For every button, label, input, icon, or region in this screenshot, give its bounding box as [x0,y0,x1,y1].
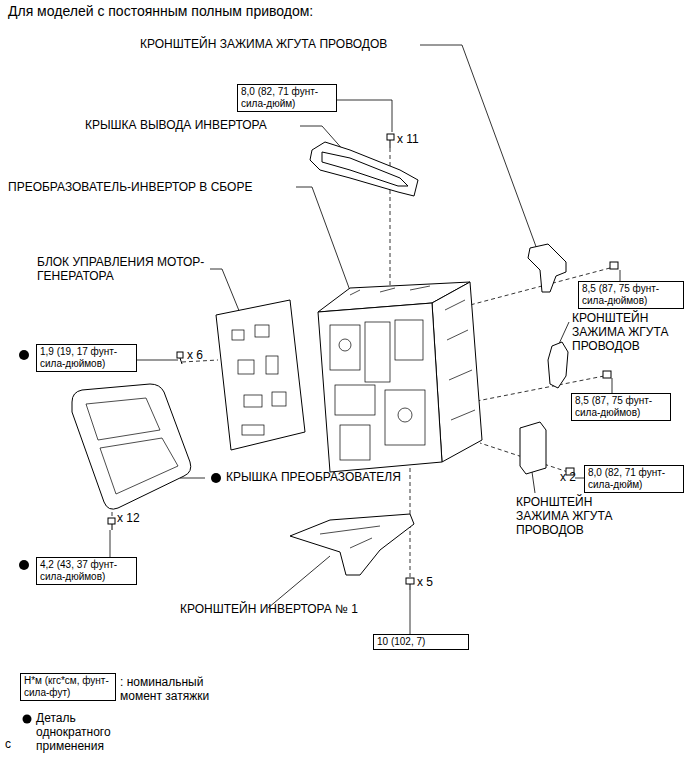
quantity: x 5 [417,576,433,590]
inverter-bracket [290,514,414,575]
torque-box: 4,2 (43, 37 фунт-сила-дюймов) [36,557,137,585]
harness-bracket [520,422,546,474]
inverter-detail [330,286,475,460]
converter-cover-detail [86,398,178,494]
torque-box: 8,0 (82, 71 фунт-сила-дюйм) [584,465,684,493]
torque-value: 8,0 (82, 71 фунт-сила-дюйм) [588,467,680,491]
torque-value: 8,0 (82, 71 фунт-сила-дюйм) [241,86,333,110]
part-name: ПРЕОБРАЗОВАТЕЛЬ-ИНВЕРТОР В СБОРЕ [8,181,252,195]
legend-text: : номинальный момент затяжки [120,676,232,704]
title: Для моделей с постоянным полным приводом… [8,3,313,19]
mg-ecu-detail [232,325,286,435]
part-name: КРОНШТЕЙН ИНВЕРТОРА № 1 [180,603,358,617]
figure-code: c [5,738,11,752]
single-use-dot [19,350,221,724]
torque-box: 8,5 (87, 75 фунт-сила-дюймов) [578,281,684,309]
inverter-bracket-detail [320,526,380,548]
part-name: БЛОК УПРАВЛЕНИЯ МОТОР-ГЕНЕРАТОРА [37,256,209,284]
quantity: x 12 [117,512,140,526]
part-name: КРЫШКА ВЫВОДА ИНВЕРТОРА [85,119,267,133]
torque-box: 10 (102, 7) [373,634,469,650]
leader-line [110,45,620,634]
torque-value: Н*м (кгс*см, фунт-сила-фут) [24,675,112,699]
torque-value: 1,9 (19, 17 фунт-сила-дюймов) [40,346,133,370]
terminal-cover [310,142,418,196]
torque-box: 8,5 (87, 75 фунт-сила-дюймов) [571,393,671,421]
torque-value: 8,5 (87, 75 фунт-сила-дюймов) [582,283,680,307]
torque-value: 10 (102, 7) [377,636,465,648]
quantity: x 2 [560,471,576,485]
part-name: КРЫШКА ПРЕОБРАЗОВАТЕЛЯ [226,471,401,485]
quantity: x 11 [397,133,419,147]
harness-bracket [548,342,568,388]
inverter-assembly [318,282,482,472]
torque-value: 8,5 (87, 75 фунт-сила-дюймов) [575,395,667,419]
torque-value: 4,2 (43, 37 фунт-сила-дюймов) [40,559,133,583]
part-name: КРОНШТЕЙН ЗАЖИМА ЖГУТА ПРОВОДОВ [516,496,638,537]
terminal-cover-detail [322,152,408,186]
converter-cover [72,384,191,509]
harness-bracket [528,244,566,292]
legend-text: Деталь однократного применения [36,712,146,753]
torque-box: 1,9 (19, 17 фунт-сила-дюймов) [36,344,137,372]
mg-ecu-board [216,300,305,450]
part-name: КРОНШТЕЙН ЗАЖИМА ЖГУТА ПРОВОДОВ [572,312,688,353]
torque-box: 8,0 (82, 71 фунт-сила-дюйм) [237,84,337,112]
torque-box: Н*м (кгс*см, фунт-сила-фут) [20,673,116,701]
part-name: КРОНШТЕЙН ЗАЖИМА ЖГУТА ПРОВОДОВ [140,38,387,52]
quantity: x 6 [187,349,203,363]
